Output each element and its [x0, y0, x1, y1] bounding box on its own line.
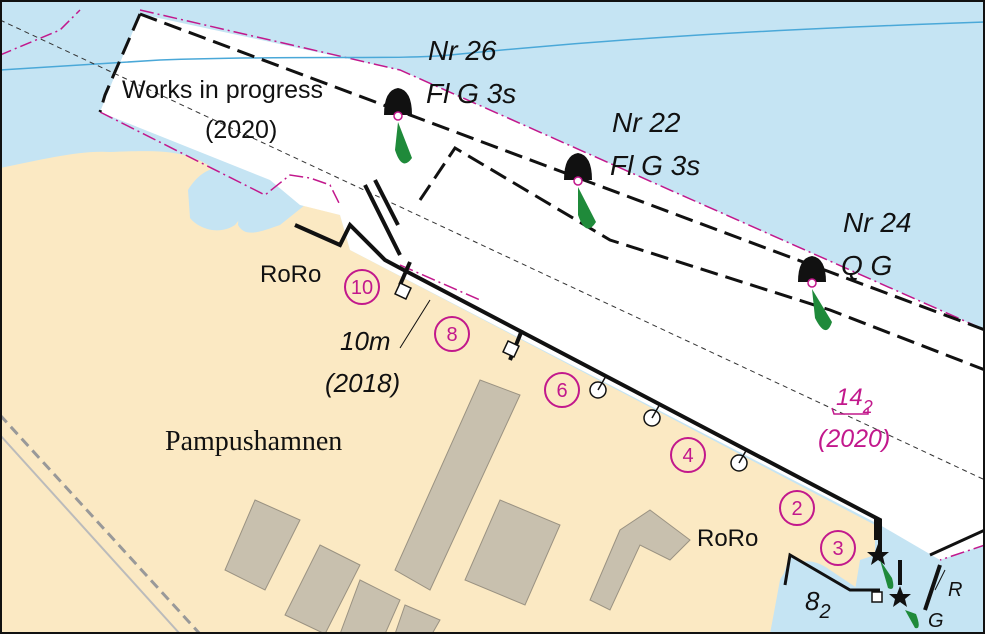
west-boundary — [0, 9, 81, 56]
buoy-26-name: Nr 26 — [428, 35, 497, 66]
buoy-22-name: Nr 22 — [612, 107, 681, 138]
building — [224, 499, 301, 591]
buoy-24-light: Q G — [841, 250, 892, 281]
harbour-name: Pampushamnen — [165, 426, 342, 457]
green-light-flare — [905, 610, 919, 629]
building — [589, 509, 691, 611]
fairway-limit-inner — [418, 145, 985, 372]
works-label: Works in progress — [122, 76, 323, 104]
se-depth: 82 — [805, 586, 831, 623]
dolphin — [398, 261, 412, 286]
buoy-26-icon — [384, 88, 412, 164]
pier — [363, 184, 402, 256]
quay-line — [294, 221, 882, 555]
se-water-patch — [770, 561, 900, 634]
se-quay-line — [929, 528, 985, 557]
building — [394, 379, 521, 591]
buoy-26-light: Fl G 3s — [426, 78, 516, 109]
fairway-depth: 142 — [836, 384, 873, 417]
berth-circle-4 — [670, 437, 706, 473]
berth-circle-2 — [779, 490, 815, 526]
buoy-24-name: Nr 24 — [843, 207, 911, 238]
fairway-area — [100, 14, 985, 560]
green-light-flare — [880, 560, 894, 589]
depth-bracket — [831, 407, 869, 415]
red-light-line — [934, 569, 946, 591]
light-r-label: R — [948, 579, 962, 601]
fairway-depth-year: (2020) — [818, 425, 890, 453]
land-area — [0, 151, 875, 634]
works-boundary-2 — [399, 264, 481, 301]
roro-east-label: RoRo — [697, 525, 758, 552]
roro-quay — [783, 552, 880, 592]
quay-depth-year: (2018) — [325, 368, 400, 398]
harbour-bay — [188, 167, 248, 231]
quay-depth-label: 10m — [340, 326, 391, 356]
works-boundary-3 — [939, 375, 985, 561]
roro-west-label: RoRo — [260, 261, 321, 288]
light-star-icon — [867, 544, 911, 607]
pier — [373, 179, 400, 226]
berth-label: 6 — [556, 380, 567, 402]
berth-label: 3 — [832, 538, 843, 560]
building — [284, 544, 361, 634]
dolphin — [923, 564, 942, 611]
works-year: (2020) — [205, 116, 277, 144]
fairway-centre — [0, 19, 985, 481]
berth-circle-10 — [344, 269, 380, 305]
fairway-limit-west — [98, 13, 142, 113]
fairway-limit-north — [139, 12, 985, 332]
building — [394, 604, 441, 634]
berth-circle-3 — [820, 530, 856, 566]
buoy-24-icon — [798, 256, 832, 331]
buoy-22-icon — [564, 153, 596, 229]
berth-label: 10 — [351, 277, 373, 299]
railway-2 — [0, 434, 181, 634]
berth-circle-6 — [544, 372, 580, 408]
berth-label: 8 — [446, 324, 457, 346]
depth-contour — [0, 21, 985, 71]
building — [464, 499, 561, 606]
mooring-square — [871, 591, 883, 603]
quay-depth-pointer — [399, 299, 431, 349]
berth-circle-8 — [434, 316, 470, 352]
buoy-22-light: Fl G 3s — [610, 150, 700, 181]
berth-label: 4 — [682, 445, 693, 467]
mooring-square — [394, 282, 412, 300]
mooring-square — [502, 340, 520, 358]
railway — [0, 413, 202, 634]
light-g-label: G — [928, 610, 944, 632]
building — [339, 579, 401, 634]
berth-label: 2 — [791, 498, 802, 520]
works-boundary — [99, 9, 985, 331]
